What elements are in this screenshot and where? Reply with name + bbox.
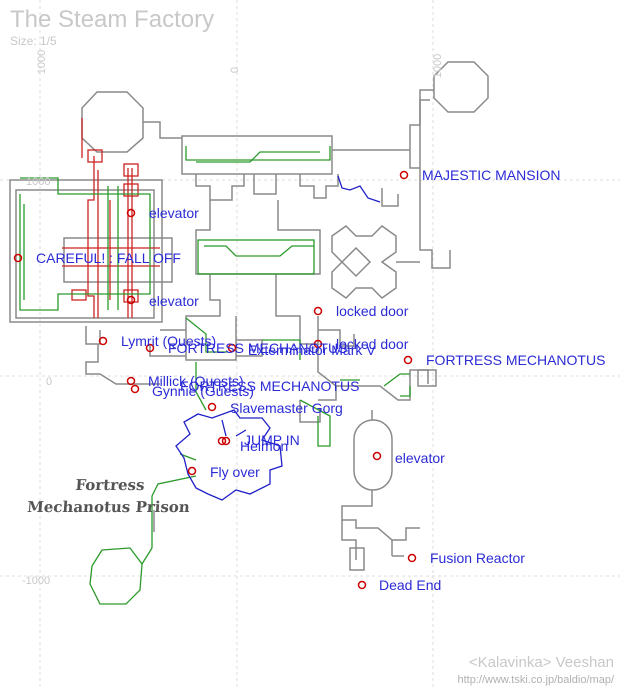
marker-dead-end <box>357 580 367 590</box>
label-elevator-lower: elevator <box>149 293 199 309</box>
zone-label-line-1: Fortress <box>74 476 146 494</box>
marker-elevator-right <box>372 451 382 461</box>
map-scale: Size: 1/5 <box>10 34 57 48</box>
label-fusion-reactor: Fusion Reactor <box>430 550 525 566</box>
zone-label-line-2: Mechanotus Prison <box>26 498 191 516</box>
label-dead-end: Dead End <box>379 577 442 593</box>
marker-lymrit <box>98 336 108 346</box>
green-paths <box>19 146 411 605</box>
marker-jump-in <box>221 436 231 446</box>
axis-label-x-0: 0 <box>46 376 53 388</box>
label-locked-door-2: locked door <box>336 336 409 352</box>
label-fly-over: Fly over <box>210 464 260 480</box>
label-slavemaster: Slavemaster Gorg <box>230 400 343 416</box>
marker-millick <box>126 376 136 386</box>
axis-label-y-neg1000: -1000 <box>22 575 51 587</box>
marker-elevator-upper <box>126 208 136 218</box>
credit-author: <Kalavinka> Veeshan <box>468 654 614 671</box>
axis-label-y-1000: 1000 <box>26 176 51 188</box>
label-fortress-2: FORTRESS MECHANOTUS <box>426 352 606 368</box>
marker-fly-over <box>187 466 197 476</box>
red-paths <box>62 118 160 318</box>
axis-label-x-zero: 0 <box>229 66 242 74</box>
marker-locked-door-2 <box>313 339 323 349</box>
marker-heimon <box>217 436 227 446</box>
label-fortress-1: FORTRESS MECHANOTUS <box>168 340 348 356</box>
blue-paths <box>175 175 381 501</box>
marker-elevator-lower <box>126 295 136 305</box>
wall-outlines <box>9 61 489 571</box>
marker-slavemaster <box>207 402 217 412</box>
zone-label: Fortress Mechanotus Prison <box>26 474 192 518</box>
marker-fortress-1 <box>145 343 155 353</box>
marker-locked-door-1 <box>313 306 323 316</box>
label-gynnie: Gynnie (Guests) <box>152 383 254 399</box>
label-millick: Millick (Quests) <box>148 373 244 389</box>
marker-gynnie <box>130 384 140 394</box>
label-heimon: Heimon <box>240 438 289 454</box>
map-title: The Steam Factory <box>10 6 215 33</box>
axis-label-y-top: 1000 <box>36 49 49 75</box>
label-majestic-mansion: MAJESTIC MANSION <box>422 167 561 183</box>
credit-url[interactable]: http://www.tski.co.jp/baldio/map/ <box>457 674 614 686</box>
marker-fortress-2 <box>403 355 413 365</box>
label-exterminator: Exterminator Mark V <box>248 342 376 358</box>
label-locked-door-1: locked door <box>336 303 409 319</box>
location-markers <box>13 170 417 590</box>
label-careful-fall-off: CAREFUL! : FALL OFF <box>36 250 181 266</box>
marker-careful-fall-off <box>13 253 23 263</box>
label-fortress-3: FORTRESS MECHANOTUS <box>180 378 360 394</box>
axis-label-x-1000: 1000 <box>432 53 445 79</box>
marker-exterminator <box>227 343 237 353</box>
label-elevator-right: elevator <box>395 450 445 466</box>
label-jump-in: JUMP IN <box>244 432 300 448</box>
label-lymrit: Lymrit (Quests) <box>121 333 217 349</box>
marker-majestic-mansion <box>399 170 409 180</box>
marker-fusion-reactor <box>407 553 417 563</box>
label-elevator-upper: elevator <box>149 205 199 221</box>
